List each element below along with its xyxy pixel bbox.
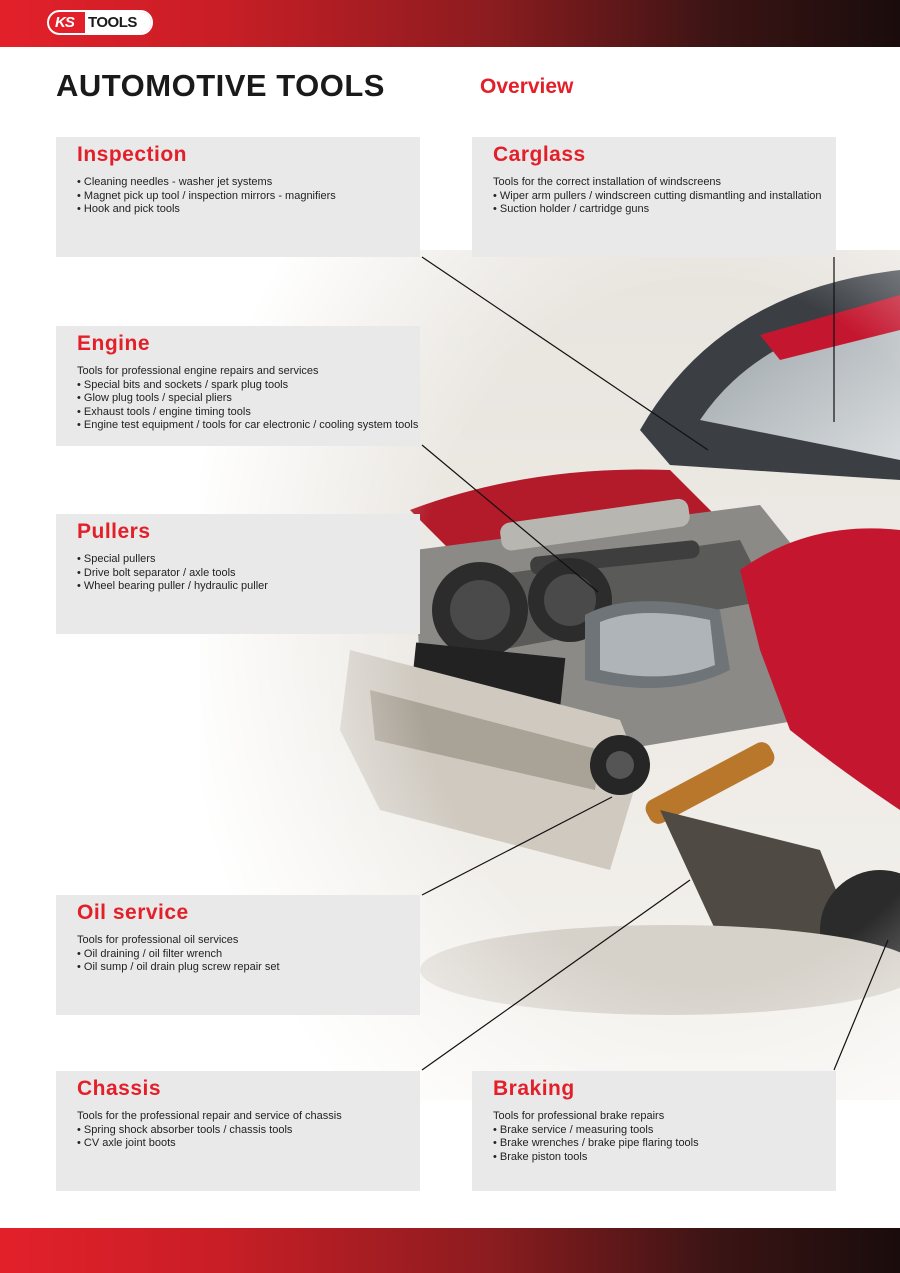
engine-line: • Exhaust tools / engine timing tools — [77, 405, 251, 418]
logo-tools-text: TOOLS — [85, 12, 151, 33]
pullers-line: • Wheel bearing puller / hydraulic pulle… — [77, 580, 268, 593]
carglass-line: Tools for the correct installation of wi… — [493, 176, 722, 188]
pullers-line: • Special pullers — [77, 553, 156, 565]
oil-service-heading: Oil service — [77, 901, 189, 924]
logo-ks-text: KS — [55, 14, 75, 31]
footer-bar — [0, 1228, 900, 1273]
carglass-line: • Wiper arm pullers / windscreen cutting… — [493, 189, 822, 202]
page-subtitle: Overview — [480, 75, 574, 98]
page-title: AUTOMOTIVE TOOLS — [56, 68, 385, 103]
braking-line: • Brake piston tools — [493, 1150, 588, 1163]
oil-service-box[interactable]: Oil service Tools for professional oil s… — [56, 895, 420, 1015]
chassis-line: • Spring shock absorber tools / chassis … — [77, 1123, 293, 1136]
engine-line: Tools for professional engine repairs an… — [77, 365, 319, 377]
ks-tools-logo[interactable]: KS TOOLS — [47, 10, 153, 35]
engine-box[interactable]: Engine Tools for professional engine rep… — [56, 326, 420, 446]
inspection-line: • Magnet pick up tool / inspection mirro… — [77, 189, 336, 202]
inspection-line: • Cleaning needles - washer jet systems — [77, 176, 273, 188]
carglass-line: • Suction holder / cartridge guns — [493, 203, 650, 216]
engine-line: • Glow plug tools / special pliers — [77, 392, 232, 405]
inspection-line: • Hook and pick tools — [77, 203, 180, 216]
braking-line: • Brake wrenches / brake pipe flaring to… — [493, 1137, 699, 1150]
oil-service-line: • Oil draining / oil filter wrench — [77, 947, 223, 960]
engine-heading: Engine — [77, 332, 151, 355]
carglass-box[interactable]: Carglass Tools for the correct installat… — [472, 137, 836, 257]
pullers-line: • Drive bolt separator / axle tools — [77, 566, 236, 579]
oil-service-line: Tools for professional oil services — [77, 934, 239, 946]
chassis-line: • CV axle joint boots — [77, 1137, 176, 1150]
inspection-box[interactable]: Inspection • Cleaning needles - washer j… — [56, 137, 420, 257]
carglass-heading: Carglass — [493, 143, 586, 166]
oil-service-line: • Oil sump / oil drain plug screw repair… — [77, 961, 280, 974]
braking-box[interactable]: Braking Tools for professional brake rep… — [472, 1071, 836, 1191]
braking-line: Tools for professional brake repairs — [493, 1110, 665, 1122]
chassis-heading: Chassis — [77, 1077, 162, 1100]
pullers-box[interactable]: Pullers • Special pullers • Drive bolt s… — [56, 514, 420, 634]
pullers-heading: Pullers — [77, 520, 151, 543]
engine-line: • Engine test equipment / tools for car … — [77, 419, 419, 432]
chassis-box[interactable]: Chassis Tools for the professional repai… — [56, 1071, 420, 1191]
inspection-heading: Inspection — [77, 143, 188, 166]
braking-line: • Brake service / measuring tools — [493, 1123, 654, 1136]
braking-heading: Braking — [493, 1077, 575, 1100]
engine-line: • Special bits and sockets / spark plug … — [77, 378, 289, 391]
chassis-line: Tools for the professional repair and se… — [77, 1110, 342, 1122]
